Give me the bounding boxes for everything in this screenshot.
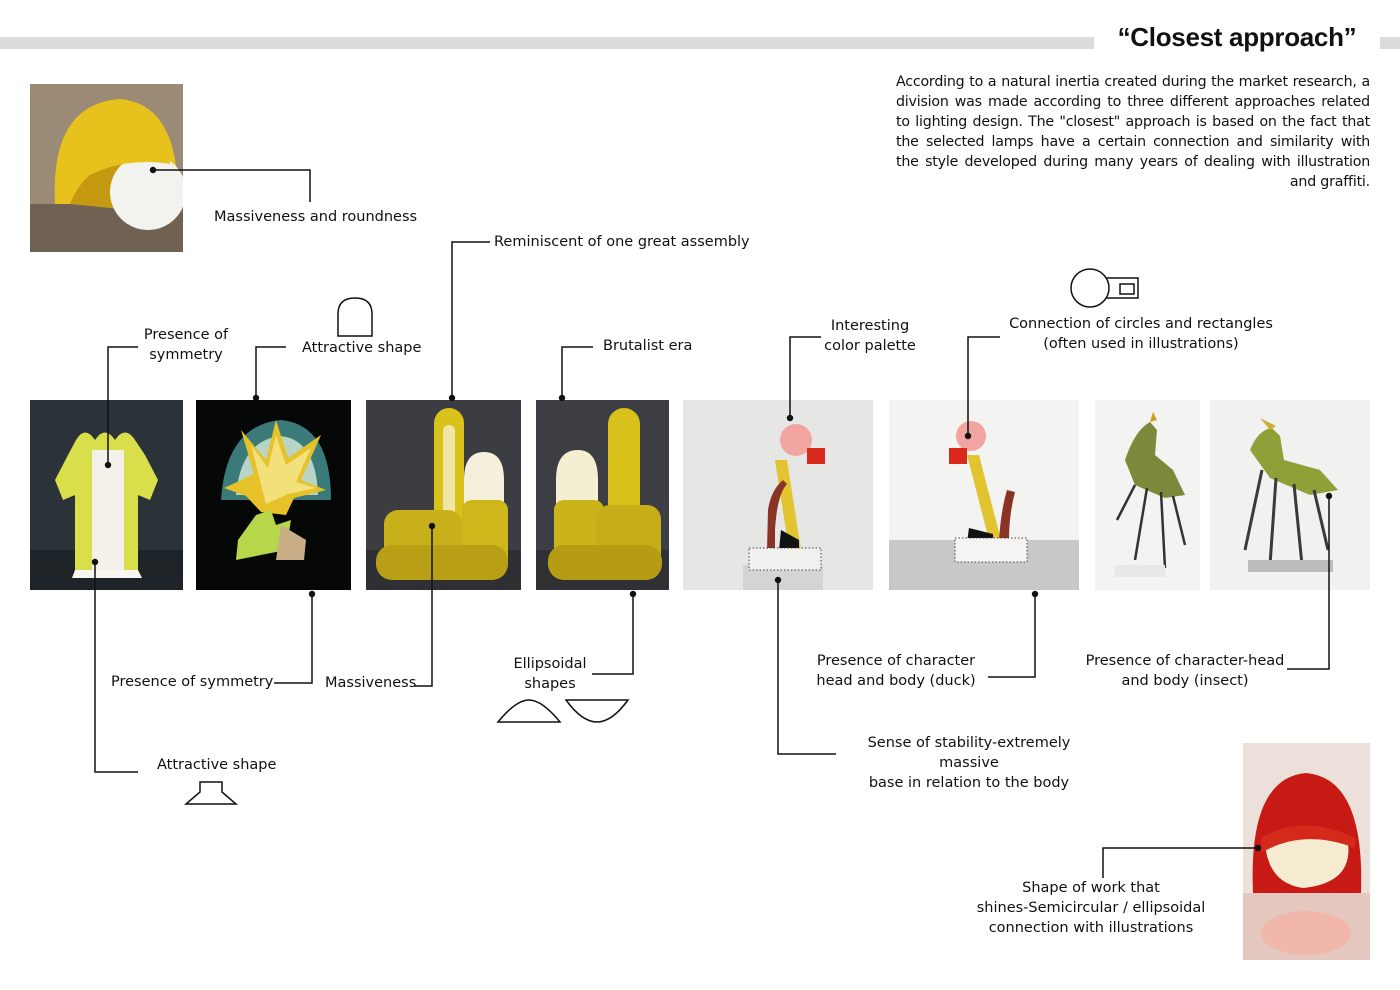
page-title: “Closest approach” (1117, 22, 1357, 52)
photo-yellow-brutalist-lamp (536, 400, 669, 590)
header-bar-left (0, 37, 1094, 49)
photo-insect-lamp (1095, 400, 1200, 590)
label-presence-symmetry-top: Presence of symmetry (143, 327, 229, 363)
photo-duck-lamp (683, 400, 873, 590)
photo-star-lamp (196, 400, 351, 590)
trapezoid-shape-icon (184, 781, 238, 805)
label-character-insect: Presence of character-head and body (ins… (1085, 653, 1285, 689)
label-massiveness: Massiveness (325, 675, 417, 691)
label-ellipsoidal-shapes: Ellipsoidal shapes (513, 656, 587, 692)
label-attractive-shape-top: Attractive shape (302, 340, 422, 356)
intro-paragraph: According to a natural inertia created d… (896, 74, 1370, 190)
label-presence-symmetry-bottom: Presence of symmetry (111, 674, 274, 690)
header-bar-right (1380, 37, 1400, 49)
label-attractive-shape-bottom: Attractive shape (157, 757, 277, 773)
photo-duck-lamp-alternate (889, 400, 1079, 590)
circles-rectangles-shape-icon (1070, 268, 1139, 308)
label-brutalist-era: Brutalist era (603, 338, 693, 354)
arch-shape-icon (337, 297, 373, 337)
photo-white-symmetric-lamp (30, 400, 183, 590)
photo-insect-lamp-alternate (1210, 400, 1370, 590)
dome-shape-icon (496, 699, 562, 723)
photo-yellow-tubular-lamp (366, 400, 521, 590)
bowl-shape-icon (564, 699, 630, 723)
photo-red-helmet-lamp (1243, 743, 1370, 960)
label-circles-rectangles: Connection of circles and rectangles (of… (1009, 316, 1273, 352)
label-character-duck: Presence of character head and body (duc… (816, 653, 976, 689)
label-color-palette: Interesting color palette (824, 318, 916, 354)
label-reminiscent-assembly: Reminiscent of one great assembly (494, 234, 750, 250)
photo-yellow-helmet-lamp (30, 84, 183, 252)
label-massiveness-roundness: Massiveness and roundness (214, 209, 418, 225)
label-stability-base: Sense of stability-extremely massive bas… (867, 735, 1071, 791)
label-shines-semicircular: Shape of work that shines-Semicircular /… (976, 880, 1206, 936)
